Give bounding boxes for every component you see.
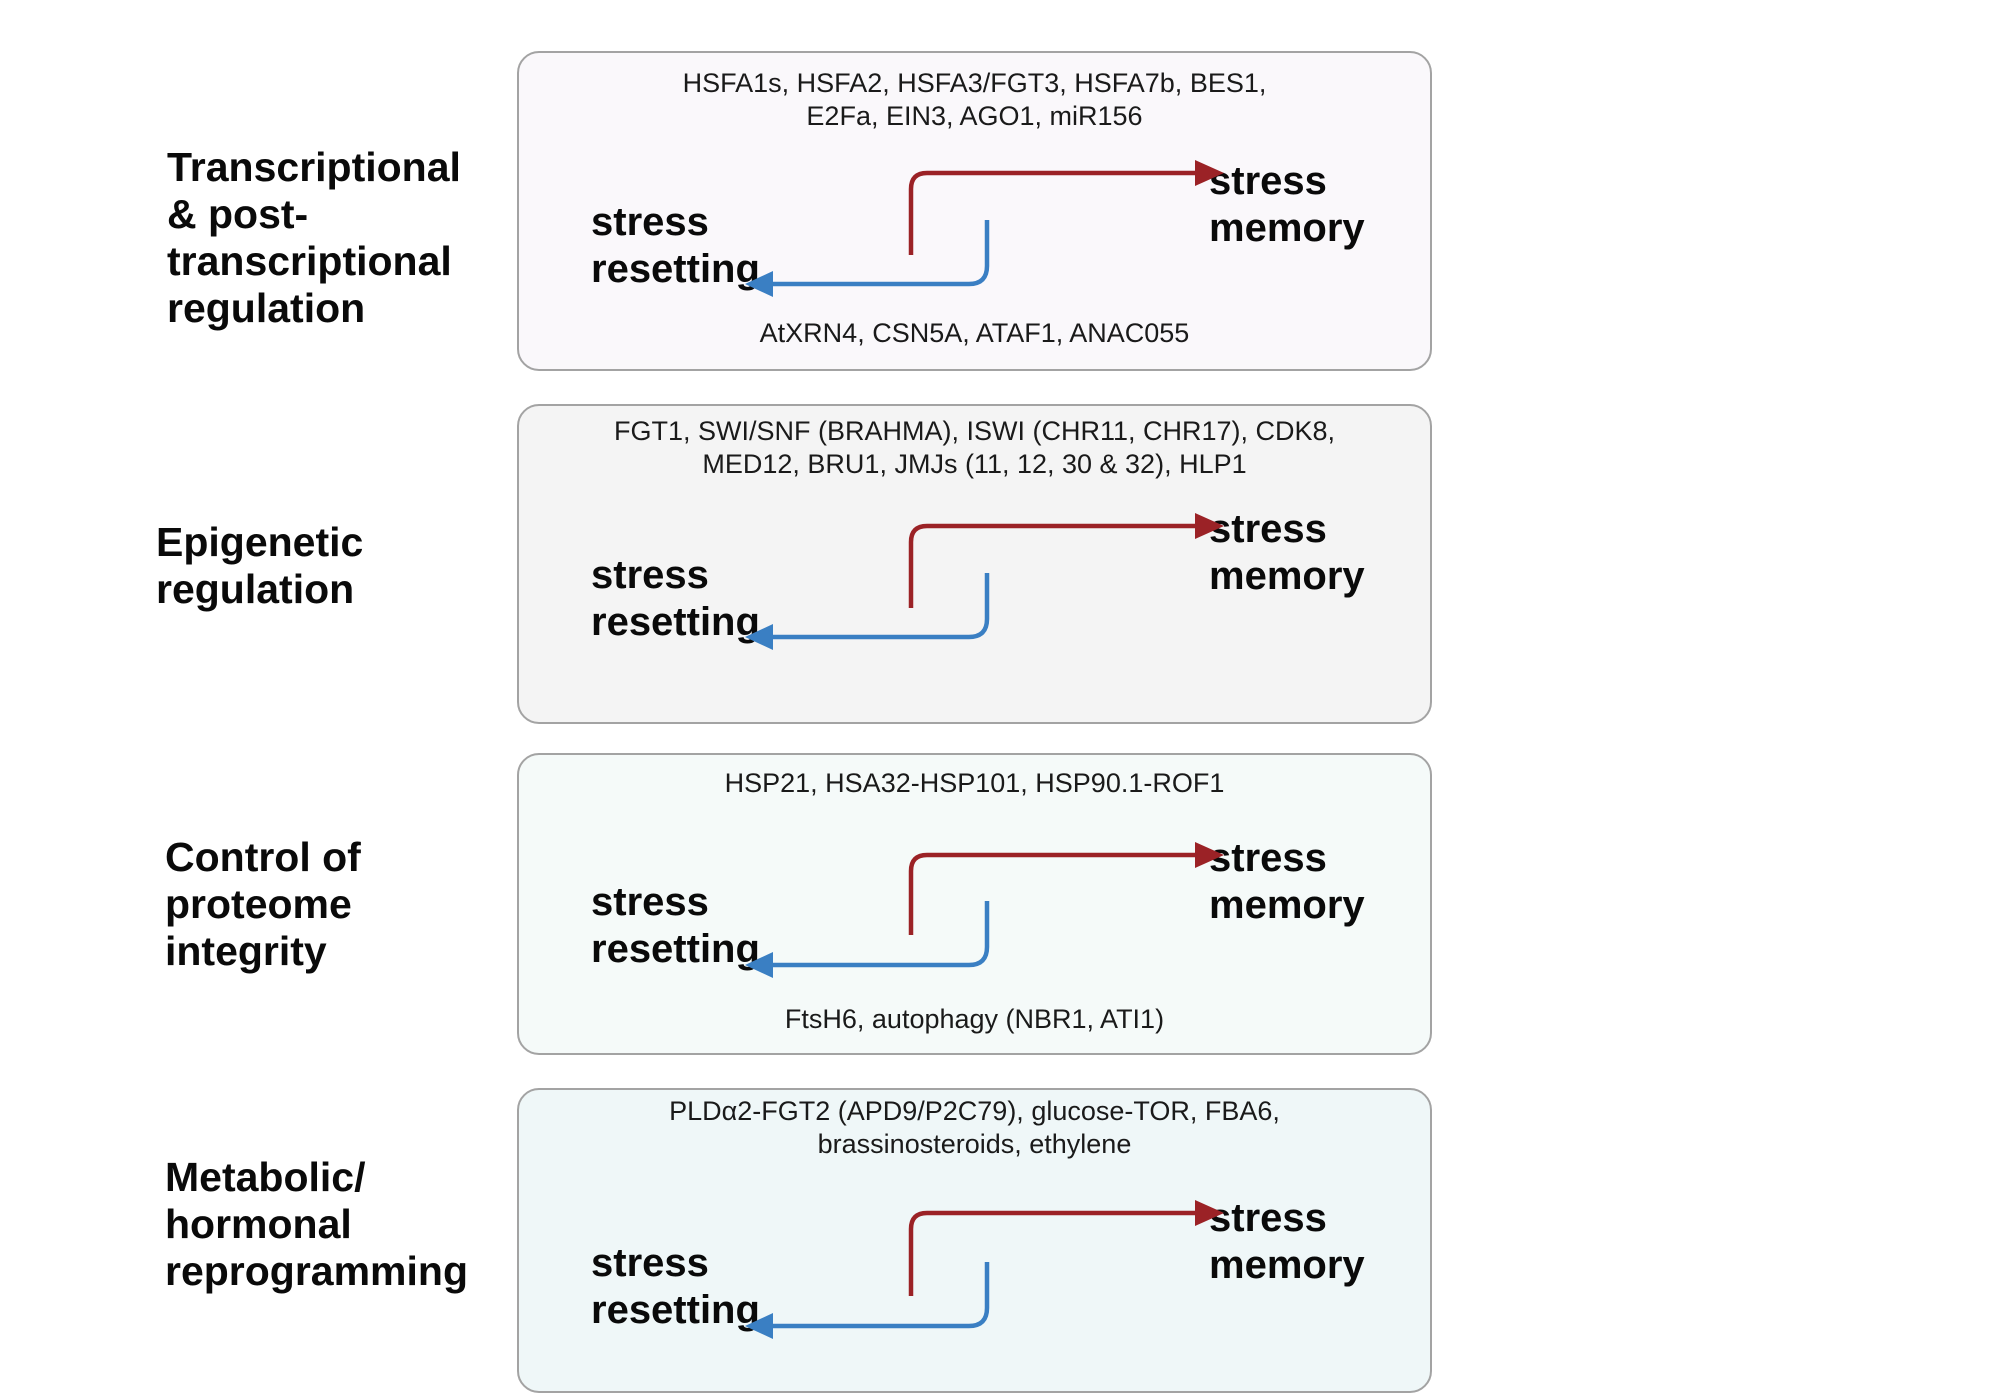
stress-resetting-arrow [773, 573, 990, 640]
stress-memory-arrow [908, 170, 1195, 255]
stress-memory-arrowhead [1195, 513, 1224, 539]
stress-resetting-label: stress resetting [591, 553, 760, 644]
stress-memory-label: stress memory [1209, 507, 1365, 598]
panel-transcriptional: HSFA1s, HSFA2, HSFA3/FGT3, HSFA7b, BES1,… [517, 51, 1432, 371]
stress-resetting-label: stress resetting [591, 880, 760, 971]
panel-metabolic: PLDα2-FGT2 (APD9/P2C79), glucose-TOR, FB… [517, 1088, 1432, 1393]
row-label-epigenetic: Epigenetic regulation [156, 519, 364, 612]
row-label-proteome: Control of proteome integrity [165, 834, 361, 974]
stress-resetting-arrow [773, 220, 990, 287]
top-gene-list: HSFA1s, HSFA2, HSFA3/FGT3, HSFA7b, BES1,… [682, 68, 1267, 131]
stress-resetting-label: stress resetting [591, 1241, 760, 1332]
panel-epigenetic: FGT1, SWI/SNF (BRAHMA), ISWI (CHR11, CHR… [517, 404, 1432, 724]
top-gene-list: FGT1, SWI/SNF (BRAHMA), ISWI (CHR11, CHR… [613, 416, 1336, 479]
stress-resetting-label: stress resetting [591, 200, 760, 291]
bottom-gene-list: AtXRN4, CSN5A, ATAF1, ANAC055 [759, 318, 1190, 348]
top-gene-list: HSP21, HSA32-HSP101, HSP90.1-ROF1 [724, 768, 1225, 798]
stress-memory-label: stress memory [1209, 836, 1365, 927]
stress-memory-arrowhead [1195, 160, 1224, 186]
stress-resetting-arrowhead [745, 1313, 773, 1339]
stress-resetting-arrow [773, 901, 990, 968]
arrow-group [745, 1200, 1224, 1339]
top-gene-list: PLDα2-FGT2 (APD9/P2C79), glucose-TOR, FB… [669, 1096, 1280, 1159]
stress-memory-label: stress memory [1209, 1196, 1365, 1287]
stress-memory-arrow [908, 523, 1195, 608]
stress-resetting-arrow [773, 1262, 990, 1329]
row-label-metabolic: Metabolic/ hormonal reprogramming [165, 1154, 468, 1294]
panel-proteome: HSP21, HSA32-HSP101, HSP90.1-ROF1 stress… [517, 753, 1432, 1055]
stress-memory-label: stress memory [1209, 159, 1365, 250]
stress-memory-arrowhead [1195, 1200, 1224, 1226]
arrow-group [745, 160, 1224, 297]
arrow-group [745, 513, 1224, 650]
stress-memory-arrow [908, 1210, 1195, 1296]
stress-resetting-arrowhead [745, 624, 773, 650]
stress-resetting-arrowhead [745, 271, 773, 297]
arrow-group [745, 842, 1224, 978]
stress-memory-arrow [908, 852, 1195, 935]
bottom-gene-list: FtsH6, autophagy (NBR1, ATI1) [784, 1004, 1165, 1034]
stress-memory-arrowhead [1195, 842, 1224, 868]
stress-resetting-arrowhead [745, 952, 773, 978]
row-label-transcriptional: Transcriptional & post- transcriptional … [167, 144, 461, 331]
